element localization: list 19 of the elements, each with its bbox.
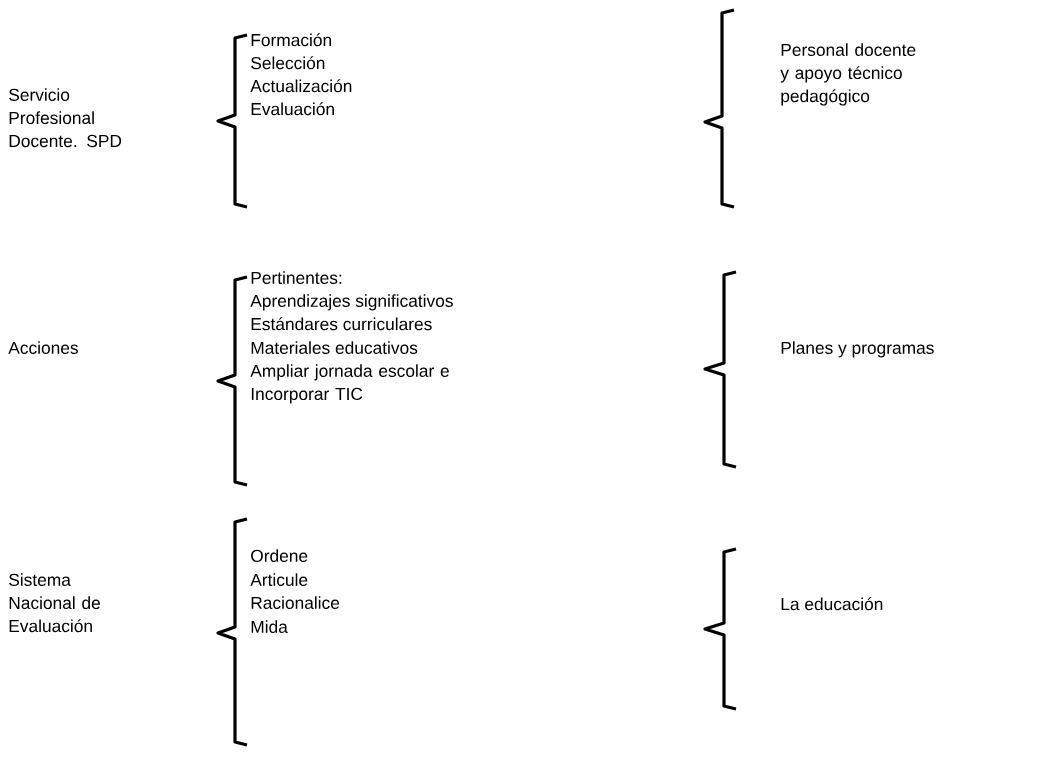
- label-text: Formación: [251, 33, 331, 47]
- label-text: Mida: [251, 620, 288, 633]
- label-text: Planes y programas: [781, 341, 934, 358]
- label-text: Aprendizajes significativos: [250, 294, 453, 311]
- label-text: Acciones: [8, 341, 78, 354]
- label-text: Ordene: [251, 549, 308, 562]
- label-text: Sistema Nacional de Evaluación: [9, 573, 100, 633]
- label-text: Personal docente y apoyo técnico pedagógico: [780, 43, 916, 106]
- label-text: Estándares curriculares: [251, 317, 432, 331]
- label-text: Actualización: [250, 79, 352, 93]
- label-text: La educación: [781, 597, 883, 611]
- label-text: Racionalice: [251, 596, 340, 609]
- label-text: Ampliar jornada escolar e Incorporar TIC: [250, 364, 449, 404]
- label-text: Articule: [250, 573, 308, 586]
- label-text: Materiales educativos: [251, 341, 418, 354]
- label-text: Evaluación: [251, 102, 334, 116]
- label-text: Selección: [251, 56, 325, 70]
- label-text: Pertinentes:: [251, 271, 342, 284]
- label-text: Servicio Profesional Docente. SPD: [9, 88, 122, 148]
